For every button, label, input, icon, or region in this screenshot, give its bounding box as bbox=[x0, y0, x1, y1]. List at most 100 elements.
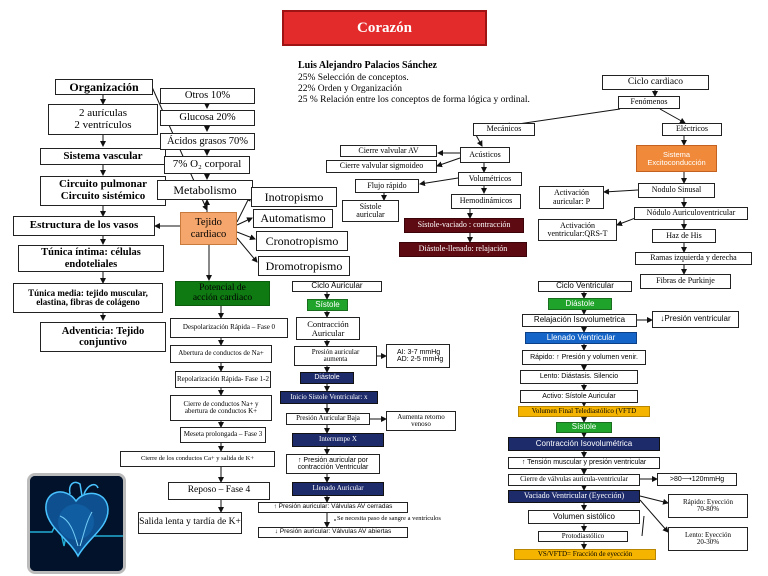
cronotropismo-node: Cronotropismo bbox=[256, 231, 348, 251]
cierre-na-node: Cierre de conductos Na+ y abertura de co… bbox=[170, 395, 272, 421]
contraccion-auricular-node: Contracción Auricular bbox=[296, 317, 360, 340]
presion-auricular-node: Presión auricular aumenta bbox=[294, 346, 377, 366]
sistole-auricular-node: Sístole bbox=[307, 299, 348, 311]
activacion-qrs-node: Activación ventricular:QRS-T bbox=[538, 219, 617, 241]
exc-line2: Excitoconducción bbox=[647, 157, 706, 167]
cierre-na-line1: Cierre de conductos Na+ y bbox=[183, 399, 259, 408]
llenado-ventricular-node: Llenado Ventricular bbox=[525, 332, 637, 344]
diastasis-node: Lento: Diástasis. Silencio bbox=[520, 370, 638, 384]
sistole-ventricular-node: Sístole bbox=[556, 422, 612, 433]
fase0-node: Despolarización Rápida – Fase 0 bbox=[170, 318, 288, 338]
intima-line1: Túnica íntima: células bbox=[41, 247, 141, 259]
page-title: Corazón bbox=[282, 10, 487, 46]
rapida-line1: Rápido: Eyección bbox=[683, 497, 733, 506]
fase4-node: Reposo – Fase 4 bbox=[168, 482, 270, 500]
tension-muscular-node: ↑ Tensión muscular y presión ventricular bbox=[508, 457, 660, 469]
ad-value: AD: 2-5 mmHg bbox=[397, 356, 444, 363]
interrumpe-node: Interrumpe X bbox=[292, 433, 384, 447]
nodulo-sinusal-node: Nodulo Sinusal bbox=[638, 183, 715, 198]
presiones-ai-ad-node: AI: 3-7 mmHg AD: 2-5 mmHg bbox=[386, 344, 450, 368]
acidos-grasos-node: Ácidos grasos 70% bbox=[160, 133, 255, 150]
automatismo-node: Automatismo bbox=[253, 209, 333, 228]
adventicia-line2: conjuntivo bbox=[79, 337, 127, 348]
sistemico-label: Circuito sistémico bbox=[60, 190, 146, 202]
ciclo-cardiaco-node: Ciclo cardiaco bbox=[602, 75, 709, 90]
presion-line1: Presión auricular bbox=[311, 347, 360, 356]
ciclo-auricular-node: Ciclo Auricular bbox=[292, 281, 382, 292]
hemodinamicos-node: Hemodinámicos bbox=[451, 194, 521, 209]
actq-line1: Activación bbox=[559, 220, 596, 230]
purkinje-node: Fibras de Purkinje bbox=[640, 274, 731, 289]
activacion-p-node: Activación auricular: P bbox=[539, 186, 604, 209]
haz-his-node: Haz de His bbox=[652, 229, 716, 243]
cierre-valvulas-node: Cierre de válvulas aurícula-ventricular bbox=[508, 474, 640, 486]
exc-line1: Sistema bbox=[662, 149, 691, 159]
media-line2: elastina, fibras de colágeno bbox=[36, 297, 140, 307]
aumento-line2: contracción Ventricular bbox=[297, 464, 369, 471]
sistole-auricular-label-node: Sístole auricular bbox=[342, 200, 399, 222]
tunica-media-node: Túnica media: tejido muscular, elastina,… bbox=[13, 283, 163, 313]
cierre-av-node: Cierre valvular AV bbox=[340, 145, 437, 157]
dromotropismo-node: Dromotropismo bbox=[258, 256, 350, 276]
heart-image bbox=[27, 473, 126, 574]
contraccion-isovolumetrica-node: Contracción Isovolumétrica bbox=[508, 437, 660, 451]
tunica-intima-node: Túnica íntima: células endoteliales bbox=[18, 245, 164, 272]
criteria-list: 25% Selección de conceptos. 22% Orden y … bbox=[298, 73, 530, 106]
cierre-ca-node: Cierre de los conductos Ca+ y salida de … bbox=[120, 451, 275, 467]
auriculas-label: 2 aurículas bbox=[79, 106, 127, 119]
presion-ventricular-node: ↓Presión ventricular bbox=[652, 311, 739, 328]
tejido-line2: cardiaco bbox=[190, 228, 227, 240]
glucosa-node: Glucosa 20% bbox=[160, 110, 255, 126]
eyeccion-lenta-node: Lento: Eyección 20-30% bbox=[668, 527, 748, 551]
sist-aur-line2: auricular bbox=[356, 210, 385, 219]
potencial-line1: Potencial de bbox=[199, 282, 246, 293]
activo-node: Activo: Sístole Auricular bbox=[520, 390, 638, 403]
abertura-na-node: Abertura de conductos de Na+ bbox=[170, 345, 272, 363]
ramas-node: Ramas izquierda y derecha bbox=[635, 252, 752, 265]
flujo-rapido-node: Flujo rápido bbox=[355, 179, 419, 193]
nodulo-av-node: Nódulo Auriculoventricular bbox=[634, 207, 748, 220]
retorno-venoso-node: Aumenta retorno venoso bbox=[386, 411, 456, 431]
salida-k-node: Salida lenta y tardía de K+ bbox=[138, 512, 242, 534]
fenomenos-node: Fenómenos bbox=[618, 96, 680, 109]
otros-node: Otros 10% bbox=[160, 88, 255, 104]
lenta-line1: Lento: Eyección bbox=[684, 530, 732, 539]
fase3-node: Meseta prolongada – Fase 3 bbox=[180, 427, 266, 443]
circuitos-node: Circuito pulmonar Circuito sistémico bbox=[40, 176, 166, 206]
potencial-accion-node: Potencial de acción cardiaco bbox=[175, 281, 270, 306]
lenta-line2: 20-30% bbox=[696, 538, 720, 546]
eyeccion-rapida-node: Rápido: Eyección 70-80% bbox=[668, 494, 748, 518]
criteria-item: 22% Orden y Organización bbox=[298, 84, 403, 94]
llenado-rapido-node: Rápido: ↑ Presión y volumen venir. bbox=[522, 350, 646, 365]
retorno-line2: venoso bbox=[411, 420, 431, 428]
estructura-vasos-node: Estructura de los vasos bbox=[13, 216, 155, 236]
cierre-na-line2: abertura de conductos K+ bbox=[184, 407, 258, 415]
aumento-line1: ↑ Presión auricular por bbox=[297, 456, 369, 464]
heart-illustration bbox=[30, 476, 123, 571]
presion-baja-node: Presión Auricular Baja bbox=[286, 413, 370, 425]
diastole-ventricular-node: Diástole bbox=[548, 298, 612, 310]
presion-line2: aumenta bbox=[323, 355, 348, 363]
media-line1: Túnica media: tejido muscular, bbox=[28, 287, 148, 298]
organizacion-node: Organización bbox=[55, 79, 153, 95]
rapida-line2: 70-80% bbox=[696, 505, 720, 513]
valvulas-abiertas-node: ↓ Presión auricular: Válvulas AV abierta… bbox=[258, 527, 408, 538]
volumetricos-node: Volumétricos bbox=[458, 172, 522, 186]
pulmonar-label: Circuito pulmonar bbox=[58, 178, 148, 191]
fase12-node: Repolarización Rápida- Fase 1-2 bbox=[175, 371, 271, 388]
tejido-cardiaco-node: Tejido cardiaco bbox=[180, 212, 237, 245]
cierre-sigmoideo-node: Cierre valvular sigmoideo bbox=[326, 160, 437, 173]
adventicia-line1: Adventicia: Tejido bbox=[61, 325, 145, 337]
fraccion-eyeccion-node: VS/VFTD= Fracción de eyección bbox=[514, 549, 656, 560]
llenado-auricular-node: Llenado Auricular bbox=[292, 482, 384, 496]
sist-aur-line1: Sístole bbox=[359, 201, 382, 211]
criteria-item: 25% Selección de conceptos. bbox=[298, 73, 409, 83]
criteria-item: 25 % Relación entre los conceptos de for… bbox=[298, 95, 530, 105]
diastole-llenado-node: Diástole-llenado: relajación bbox=[399, 242, 527, 257]
author-name: Luis Alejandro Palacios Sánchez bbox=[298, 60, 437, 71]
protodiastolico-node: Protodiastólico bbox=[538, 531, 628, 542]
tejido-line1: Tejido bbox=[195, 217, 222, 229]
inotropismo-node: Inotropismo bbox=[251, 187, 337, 207]
oxigeno-node: 7% O₂ corporal bbox=[164, 156, 250, 174]
mmhg-node: >80⟶120mmHg bbox=[657, 473, 737, 486]
